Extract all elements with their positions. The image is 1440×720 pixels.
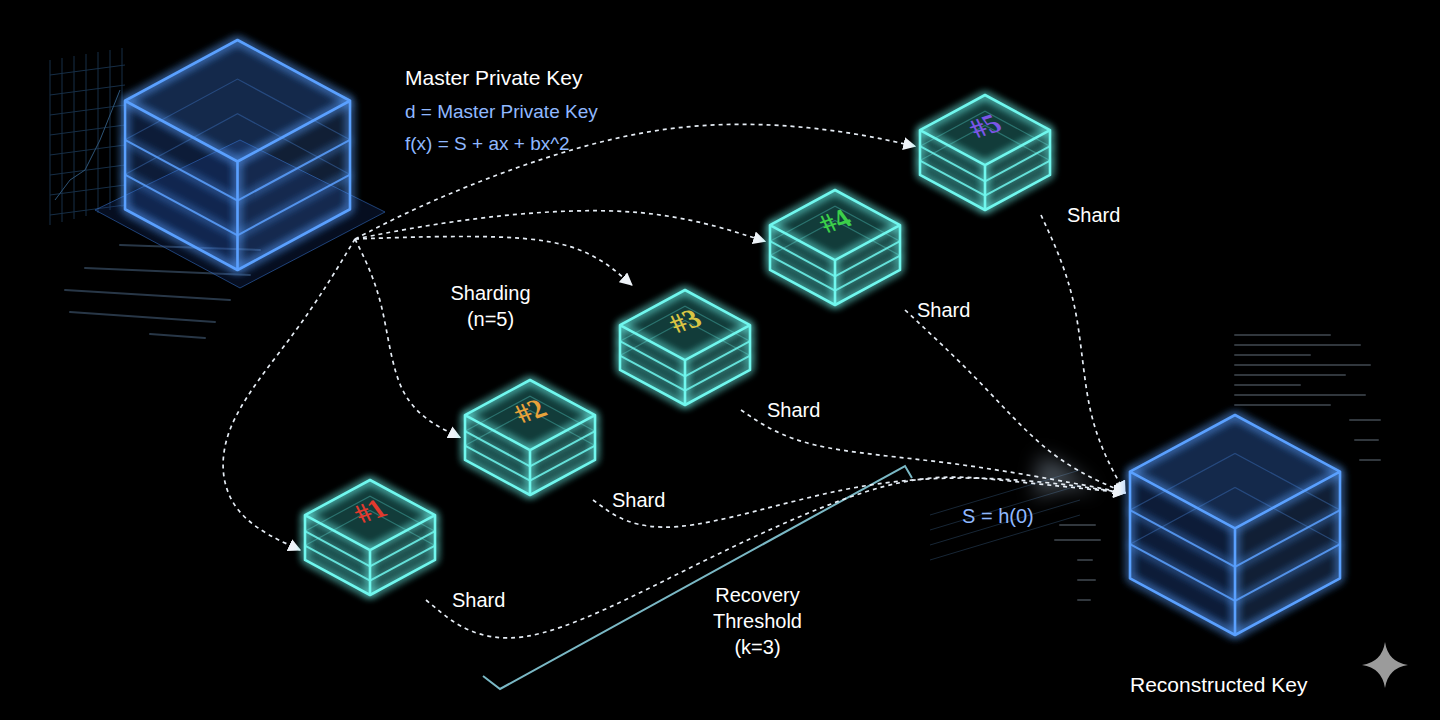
sharding-label: Sharding (n=5)	[433, 280, 548, 332]
cube-outline	[125, 40, 350, 270]
dashed-connector	[355, 236, 632, 285]
cube-outline	[620, 290, 750, 405]
dashed-connector	[355, 124, 915, 239]
dashed-connector	[741, 410, 1125, 493]
dashed-connector	[355, 239, 460, 438]
sparkle-icon	[1362, 642, 1408, 688]
cube-top-face	[125, 40, 350, 162]
formula-label: S = h(0)	[962, 503, 1034, 529]
cube-top-face	[620, 290, 750, 360]
shard-cube: #2Shard	[460, 375, 600, 500]
cube-top-face	[770, 190, 900, 260]
threshold-bracket	[483, 466, 912, 689]
cube-top-face	[920, 95, 1050, 165]
cube-outline	[770, 190, 900, 305]
shard-label: Shard	[1067, 203, 1120, 227]
dashed-connector	[905, 310, 1125, 493]
threshold-label: Recovery Threshold (k=3)	[700, 582, 815, 660]
shard-cube: #4Shard	[765, 185, 905, 310]
cube-outline	[305, 480, 435, 595]
shard-label: Shard	[452, 588, 505, 612]
cube-top-face	[305, 480, 435, 550]
shard-label: Shard	[917, 298, 970, 322]
cube-top-face	[1130, 415, 1340, 528]
cube-outline	[465, 380, 595, 495]
cube-outline	[920, 95, 1050, 210]
master-key-cube: Master Private Keyd = Master Private Key…	[120, 35, 355, 275]
polynomial-formula: f(x) = S + ax + bx^2	[405, 133, 570, 156]
cube-top-face	[465, 380, 595, 450]
shard-label: Shard	[767, 398, 820, 422]
dashed-connector	[355, 211, 765, 242]
dashed-connector	[1041, 215, 1125, 493]
cube-outline	[1130, 415, 1340, 635]
shard-cube: #5Shard	[915, 90, 1055, 215]
key-definition: d = Master Private Key	[405, 101, 598, 124]
reconstructed-key-cube: Reconstructed Key	[1125, 410, 1345, 640]
shard-cube: #3Shard	[615, 285, 755, 410]
shard-cube: #1Shard	[300, 475, 440, 600]
shard-label: Shard	[612, 488, 665, 512]
cube-shape	[120, 35, 355, 275]
cube-shape	[1125, 410, 1345, 640]
grid-panel	[50, 48, 125, 225]
dashed-connector	[593, 478, 1125, 527]
result-title: Reconstructed Key	[1130, 672, 1307, 697]
key-title: Master Private Key	[405, 65, 582, 90]
